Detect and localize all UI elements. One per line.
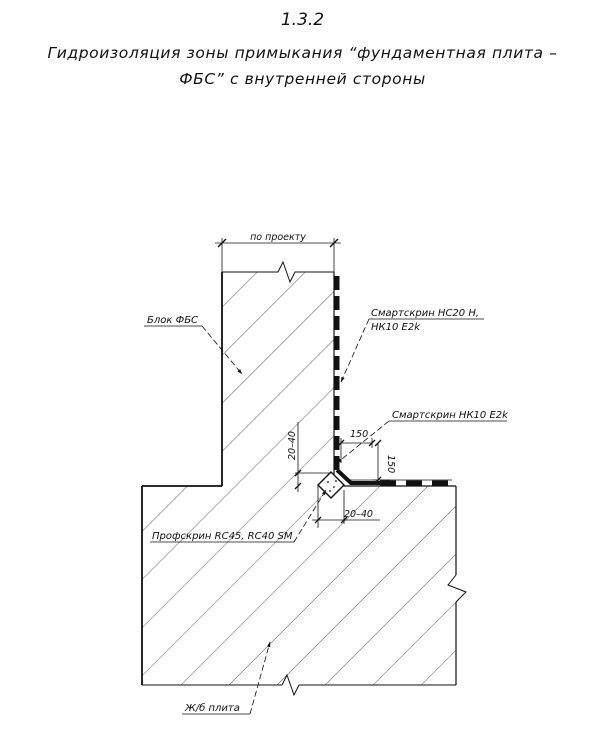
section-number: 1.3.2: [280, 10, 325, 30]
drawing-title-line-1: Гидроизоляция зоны примыкания “фундамент…: [47, 44, 558, 62]
membrane-side-label: Смартскрин НК10 Е2k: [392, 410, 509, 421]
dimension-20-40-horizontal: 20–40: [312, 485, 380, 528]
fbs-block-label: Блок ФБС: [147, 315, 198, 326]
slab-label: Ж/б плита: [184, 702, 240, 714]
profscreen-callout: Профскрин RC45, RC40 SM: [150, 489, 327, 543]
drawing-title-line-2: ФБС” с внутренней стороны: [179, 70, 426, 88]
dimension-wall-width: по проекту: [215, 232, 341, 272]
dimension-150-horizontal: 150: [337, 429, 376, 463]
fbs-block-callout: Блок ФБС: [144, 315, 243, 375]
dim-20-40-horizontal-label: 20–40: [344, 509, 373, 520]
wall-width-label: по проекту: [250, 232, 306, 243]
membrane-side-callout: Смартскрин НК10 Е2k: [336, 410, 509, 464]
dimension-150-vertical: 150: [373, 439, 396, 484]
membrane-top-callout: Смартскрин НС20 Н, НК10 Е2k: [340, 308, 484, 383]
dim-150-horizontal-label: 150: [350, 429, 368, 440]
dim-20-40-vertical-label: 20–40: [287, 431, 298, 460]
profscreen-label: Профскрин RC45, RC40 SM: [152, 531, 293, 542]
foundation-slab: [141, 485, 467, 697]
fbs-wall-block: [221, 260, 335, 486]
membrane-top-label-2: НК10 Е2k: [371, 322, 421, 333]
dim-150-vertical-label: 150: [385, 455, 396, 473]
membrane-slab: [335, 468, 452, 486]
slab-callout: Ж/б плита: [182, 641, 271, 715]
membrane-top-label-1: Смартскрин НС20 Н,: [371, 308, 479, 319]
dimension-20-40-vertical: 20–40: [287, 422, 331, 492]
